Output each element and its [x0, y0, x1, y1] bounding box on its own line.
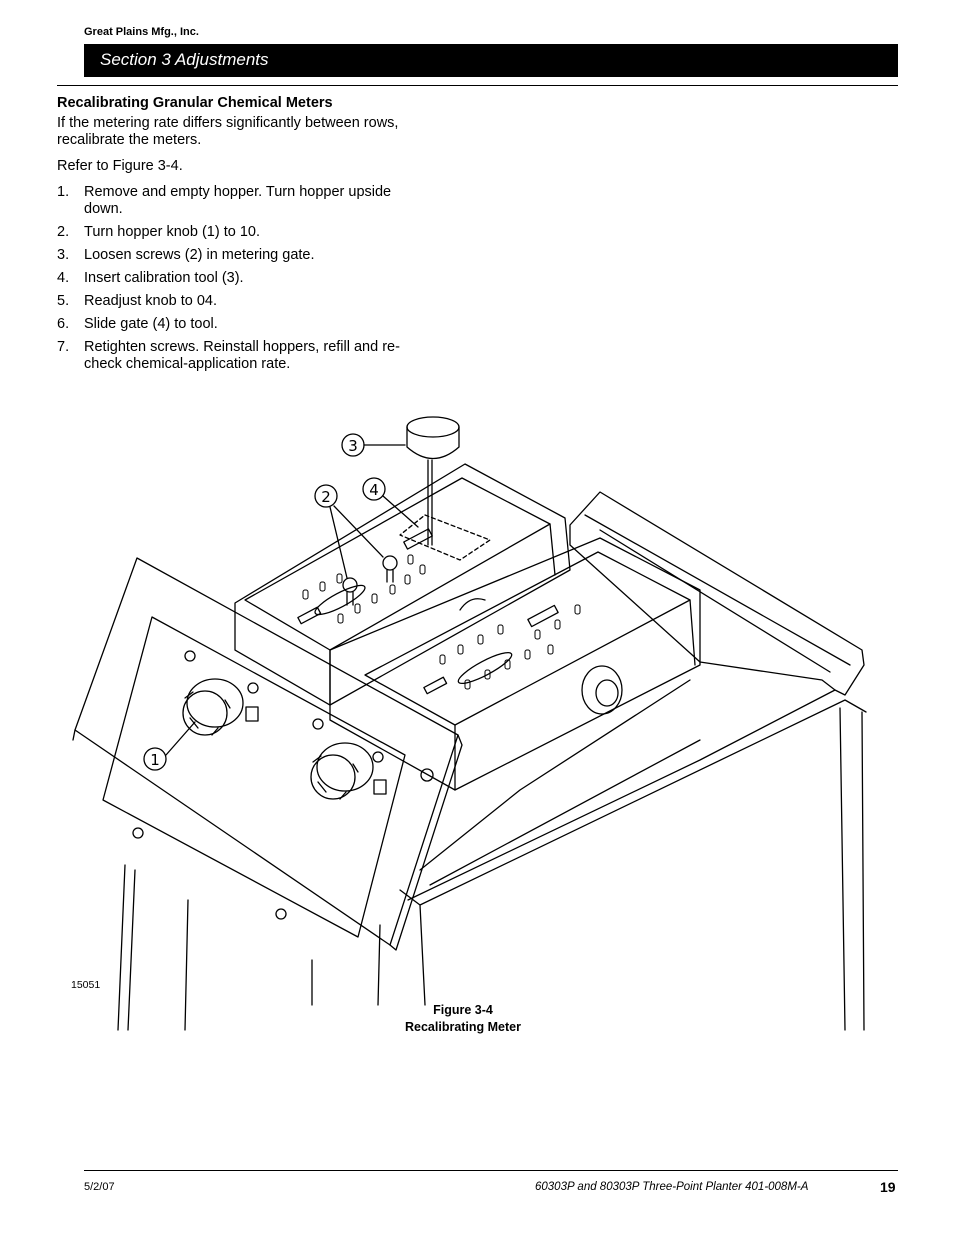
step-number: 4.: [57, 270, 70, 286]
hopper-knob-1: [182, 678, 259, 736]
figure-subtitle: Recalibrating Meter: [404, 1020, 521, 1034]
callout-2: 2: [314, 484, 384, 579]
instructions-column: Recalibrating Granular Chemical Meters I…: [57, 95, 432, 379]
step-text: Readjust knob to 04.: [84, 293, 218, 309]
frame-rail: [407, 689, 836, 901]
step-text: Remove and empty hopper. Turn hopper ups…: [84, 184, 392, 217]
front-panel-thickness: [72, 729, 463, 951]
front-plate-holes: [439, 604, 581, 690]
intro-paragraph: If the metering rate differs significant…: [57, 115, 399, 148]
step-item: 5. Readjust knob to 04.: [57, 293, 432, 310]
metering-gate-dashed: [399, 514, 491, 561]
step-number: 1.: [57, 184, 70, 200]
front-panel-recess: [102, 616, 406, 938]
step-item: 3. Loosen screws (2) in metering gate.: [57, 247, 432, 264]
callout-label: 1: [150, 751, 160, 769]
footer-date: 5/2/07: [84, 1181, 115, 1193]
gate-slot: [527, 604, 559, 628]
callout-1: 1: [143, 721, 196, 771]
step-item: 7. Retighten screws. Reinstall hoppers, r…: [57, 339, 432, 373]
page-number: 19: [880, 1179, 896, 1195]
header-rule: [57, 85, 898, 86]
callout-label: 2: [321, 488, 331, 506]
front-hopper-side: [454, 599, 696, 791]
step-item: 2. Turn hopper knob (1) to 10.: [57, 224, 432, 241]
rear-hopper: [234, 463, 571, 706]
step-text: Loosen screws (2) in metering gate.: [84, 247, 315, 263]
gate-slot: [297, 606, 322, 625]
front-hopper: [329, 537, 701, 791]
hex-fitting: [581, 665, 623, 715]
footer-rule: [84, 1170, 898, 1171]
calibration-tool: [406, 416, 460, 546]
step-item: 4. Insert calibration tool (3).: [57, 270, 432, 287]
step-number: 5.: [57, 293, 70, 309]
footer-document-title: 60303P and 80303P Three-Point Planter 40…: [535, 1181, 809, 1193]
frame-lower: [399, 699, 867, 1031]
rear-shaft: [459, 598, 486, 611]
figure-title: Figure 3-4: [433, 1003, 493, 1017]
section-header-bar: Section 3 Adjustments: [84, 44, 898, 77]
step-item: 6. Slide gate (4) to tool.: [57, 316, 432, 333]
frame-outline: [569, 491, 865, 696]
step-list: 1. Remove and empty hopper. Turn hopper u…: [57, 184, 432, 373]
panel-bolts: [132, 650, 434, 920]
rear-plate-holes: [302, 554, 426, 624]
gate-screws: [342, 555, 398, 606]
step-number: 7.: [57, 339, 70, 355]
step-text: Slide gate (4) to tool.: [84, 316, 218, 332]
callout-label: 3: [348, 437, 358, 455]
procedure-heading: Recalibrating Granular Chemical Meters: [57, 95, 333, 111]
step-text: Insert calibration tool (3).: [84, 270, 244, 286]
step-item: 1. Remove and empty hopper. Turn hopper u…: [57, 184, 432, 218]
gate-slot: [403, 528, 433, 550]
frame-inner-edge: [584, 514, 851, 673]
figure-reference: Refer to Figure 3-4.: [57, 158, 183, 174]
figure-number: 15051: [71, 979, 101, 991]
callout-label: 4: [369, 481, 379, 499]
panel-leg: [117, 864, 381, 1031]
section-title: Section 3 Adjustments: [100, 50, 269, 69]
hopper-knob-2: [310, 742, 387, 800]
company-name: Great Plains Mfg., Inc.: [84, 26, 199, 38]
gate-slot-oval: [457, 651, 513, 685]
front-panel: [74, 557, 459, 946]
hex-fitting-inner: [595, 679, 619, 707]
step-number: 3.: [57, 247, 70, 263]
step-number: 2.: [57, 224, 70, 240]
figure-caption: Figure 3-4 Recalibrating Meter: [363, 1002, 563, 1036]
callout-4: 4: [362, 477, 419, 528]
step-text: Turn hopper knob (1) to 10.: [84, 224, 260, 240]
front-hopper-top: [364, 551, 691, 726]
meter-illustration: 3 2 4 1: [72, 416, 867, 1031]
frame-brace: [419, 679, 701, 886]
gate-slot-oval: [314, 584, 366, 616]
step-text: Retighten screws. Reinstall hoppers, ref…: [84, 339, 400, 372]
gate-slot: [423, 676, 448, 695]
callout-3: 3: [341, 433, 406, 457]
step-number: 6.: [57, 316, 70, 332]
